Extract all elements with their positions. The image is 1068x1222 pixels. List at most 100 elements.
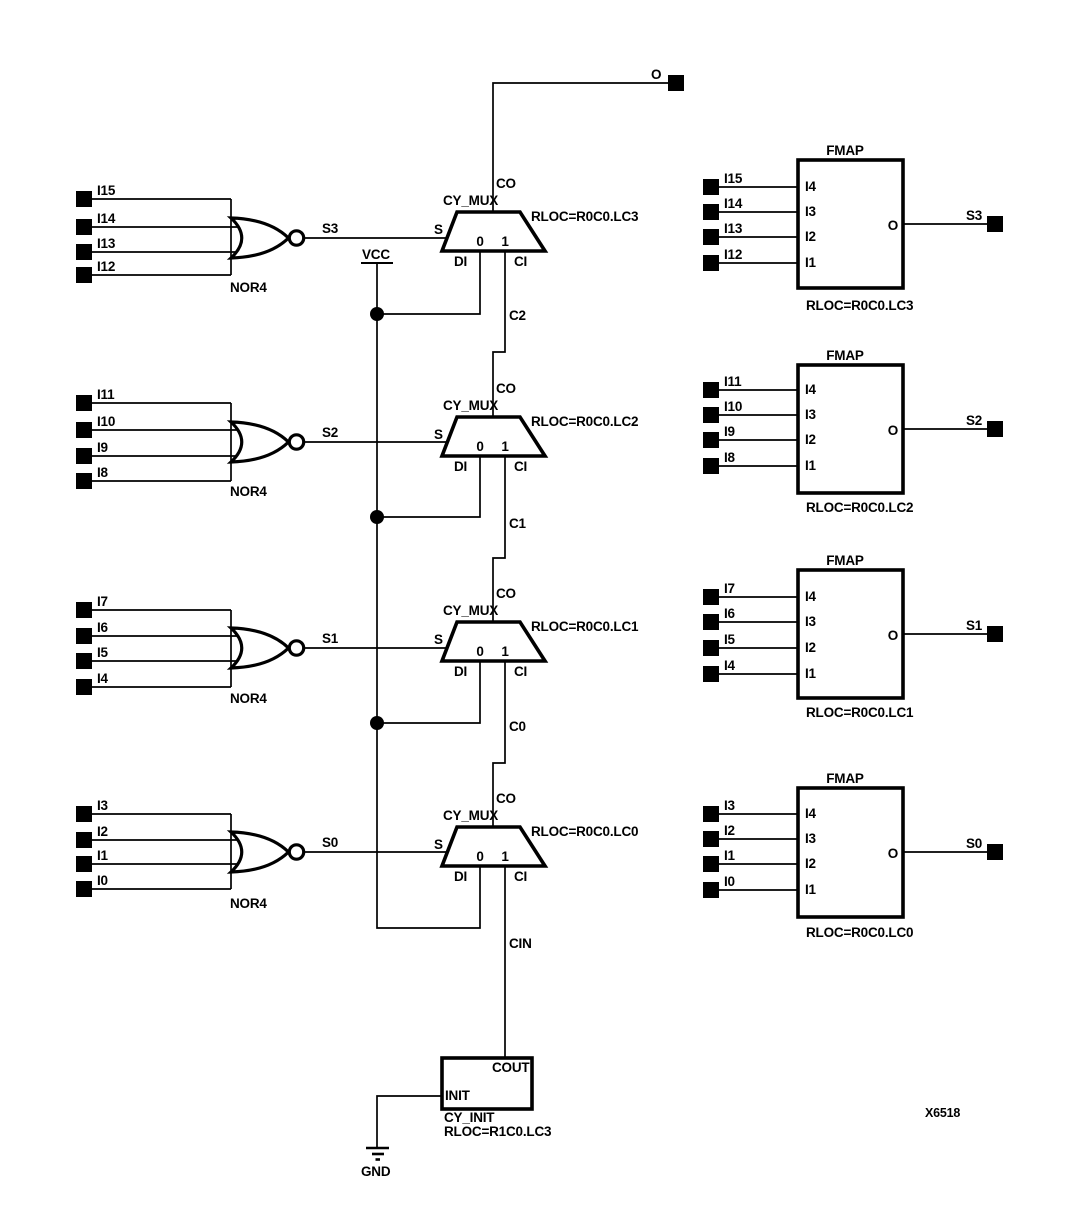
nor-row-3: I7 I6 I5 I4 NOR4 S1 bbox=[97, 594, 339, 706]
pin-i3: I3 bbox=[805, 614, 817, 629]
pin-o: O bbox=[888, 846, 898, 861]
net-label-s2: S2 bbox=[966, 413, 982, 428]
pin-o: O bbox=[888, 218, 898, 233]
pin-s: S bbox=[434, 632, 443, 647]
pin-i3: I3 bbox=[805, 204, 817, 219]
symbol-name: CY_MUX bbox=[443, 603, 498, 618]
input-label: I4 bbox=[97, 671, 109, 686]
pin-cout: COUT bbox=[492, 1060, 530, 1075]
cy-mux-2: CY_MUX CO RLOC=R0C0.LC2 S 0 1 DI CI C1 bbox=[434, 381, 639, 531]
net-label-s1: S1 bbox=[322, 631, 339, 646]
fmap3-wires bbox=[719, 596, 987, 675]
fmap-block-4 bbox=[796, 786, 905, 919]
input-label: I14 bbox=[97, 211, 116, 226]
gate-type-label: NOR4 bbox=[230, 280, 267, 295]
nor4-gate-4 bbox=[226, 830, 291, 874]
nor1-input-wires bbox=[92, 198, 242, 276]
pin-sel0: 0 bbox=[476, 644, 483, 659]
input-label: I7 bbox=[724, 581, 735, 596]
pin-sel0: 0 bbox=[476, 439, 483, 454]
pin-i4: I4 bbox=[805, 382, 817, 397]
rloc-label: RLOC=R0C0.LC0 bbox=[531, 824, 638, 839]
fmap-block-1 bbox=[796, 158, 905, 290]
pin-sel1: 1 bbox=[501, 439, 509, 454]
nor4-bubble-3 bbox=[287, 639, 306, 657]
cy-init: COUT INIT CY_INIT RLOC=R1C0.LC3 bbox=[444, 1060, 552, 1139]
fmap-1: FMAP I15 I14 I13 I12 I4 I3 I2 I1 O S3 RL… bbox=[724, 143, 983, 313]
input-label: I13 bbox=[724, 221, 743, 236]
nor-row-4: I3 I2 I1 I0 NOR4 S0 bbox=[97, 798, 338, 911]
input-label: I10 bbox=[97, 414, 115, 429]
net-label-s2: S2 bbox=[322, 425, 338, 440]
rloc-label: RLOC=R0C0.LC2 bbox=[806, 500, 913, 515]
net-label-cin: CIN bbox=[509, 936, 532, 951]
net-label-s0: S0 bbox=[322, 835, 338, 850]
net-label-c1: C1 bbox=[509, 516, 527, 531]
pin-di: DI bbox=[454, 869, 467, 884]
pin-o: O bbox=[888, 628, 898, 643]
net-label-s1: S1 bbox=[966, 618, 983, 633]
junction-dot-2 bbox=[370, 510, 384, 524]
o-output-label: O bbox=[651, 67, 661, 82]
pin-sel1: 1 bbox=[501, 234, 509, 249]
cy-mux-symbol-4 bbox=[439, 825, 549, 868]
input-label: I6 bbox=[97, 620, 109, 635]
nor4-bubble-4 bbox=[287, 843, 306, 861]
nor4-input-wires bbox=[92, 813, 242, 890]
figure-id-label: X6518 bbox=[925, 1106, 960, 1120]
o-output-terminal bbox=[668, 75, 684, 91]
pin-i1: I1 bbox=[805, 255, 817, 270]
input-label: I8 bbox=[724, 450, 736, 465]
pin-init: INIT bbox=[445, 1088, 471, 1103]
pin-sel0: 0 bbox=[476, 849, 483, 864]
nor4-gate-3 bbox=[226, 626, 291, 670]
nor-input-terminals bbox=[76, 191, 92, 897]
nor2-input-wires bbox=[92, 402, 242, 482]
input-label: I2 bbox=[97, 824, 108, 839]
vcc-rail bbox=[376, 264, 481, 929]
carry-wire-c2 bbox=[492, 251, 506, 417]
fmap-output-terminals bbox=[987, 216, 1003, 860]
input-label: I1 bbox=[97, 848, 109, 863]
pin-sel0: 0 bbox=[476, 234, 483, 249]
input-label: I5 bbox=[724, 632, 736, 647]
pin-ci: CI bbox=[514, 869, 527, 884]
symbol-name: CY_MUX bbox=[443, 398, 498, 413]
pin-s: S bbox=[434, 837, 443, 852]
cy-mux-symbol-1 bbox=[439, 210, 549, 253]
pin-o: O bbox=[888, 423, 898, 438]
junction-dot-3 bbox=[370, 716, 384, 730]
fmap-2: FMAP I11 I10 I9 I8 I4 I3 I2 I1 O S2 RLOC… bbox=[724, 348, 982, 515]
pin-co: CO bbox=[496, 791, 516, 806]
pin-di: DI bbox=[454, 664, 467, 679]
net-label-c0: C0 bbox=[509, 719, 526, 734]
nor4-gate-2 bbox=[226, 420, 291, 464]
pin-co: CO bbox=[496, 586, 516, 601]
di-wire-3 bbox=[377, 661, 481, 724]
net-label-c2: C2 bbox=[509, 308, 526, 323]
o-output-wire bbox=[492, 82, 668, 212]
pin-i1: I1 bbox=[805, 882, 817, 897]
fmap1-wires bbox=[719, 186, 987, 264]
pin-i1: I1 bbox=[805, 458, 817, 473]
block-title: FMAP bbox=[826, 771, 864, 786]
pin-ci: CI bbox=[514, 254, 527, 269]
gate-type-label: NOR4 bbox=[230, 896, 267, 911]
block-title: FMAP bbox=[826, 348, 864, 363]
pin-s: S bbox=[434, 427, 443, 442]
input-label: I5 bbox=[97, 645, 109, 660]
di-wire-1 bbox=[377, 251, 481, 315]
block-title: FMAP bbox=[826, 553, 864, 568]
input-label: I12 bbox=[724, 247, 742, 262]
pin-i2: I2 bbox=[805, 640, 816, 655]
input-label: I3 bbox=[724, 798, 736, 813]
junction-dot-1 bbox=[370, 307, 384, 321]
cy-init-block bbox=[440, 1056, 534, 1111]
fmap2-wires bbox=[719, 389, 987, 467]
fmap-3: FMAP I7 I6 I5 I4 I4 I3 I2 I1 O S1 RLOC=R… bbox=[724, 553, 983, 720]
cy-mux-4: CY_MUX CO RLOC=R0C0.LC0 S 0 1 DI CI CIN bbox=[434, 791, 639, 951]
input-label: I10 bbox=[724, 399, 742, 414]
input-label: I11 bbox=[97, 387, 115, 402]
pin-i3: I3 bbox=[805, 407, 817, 422]
